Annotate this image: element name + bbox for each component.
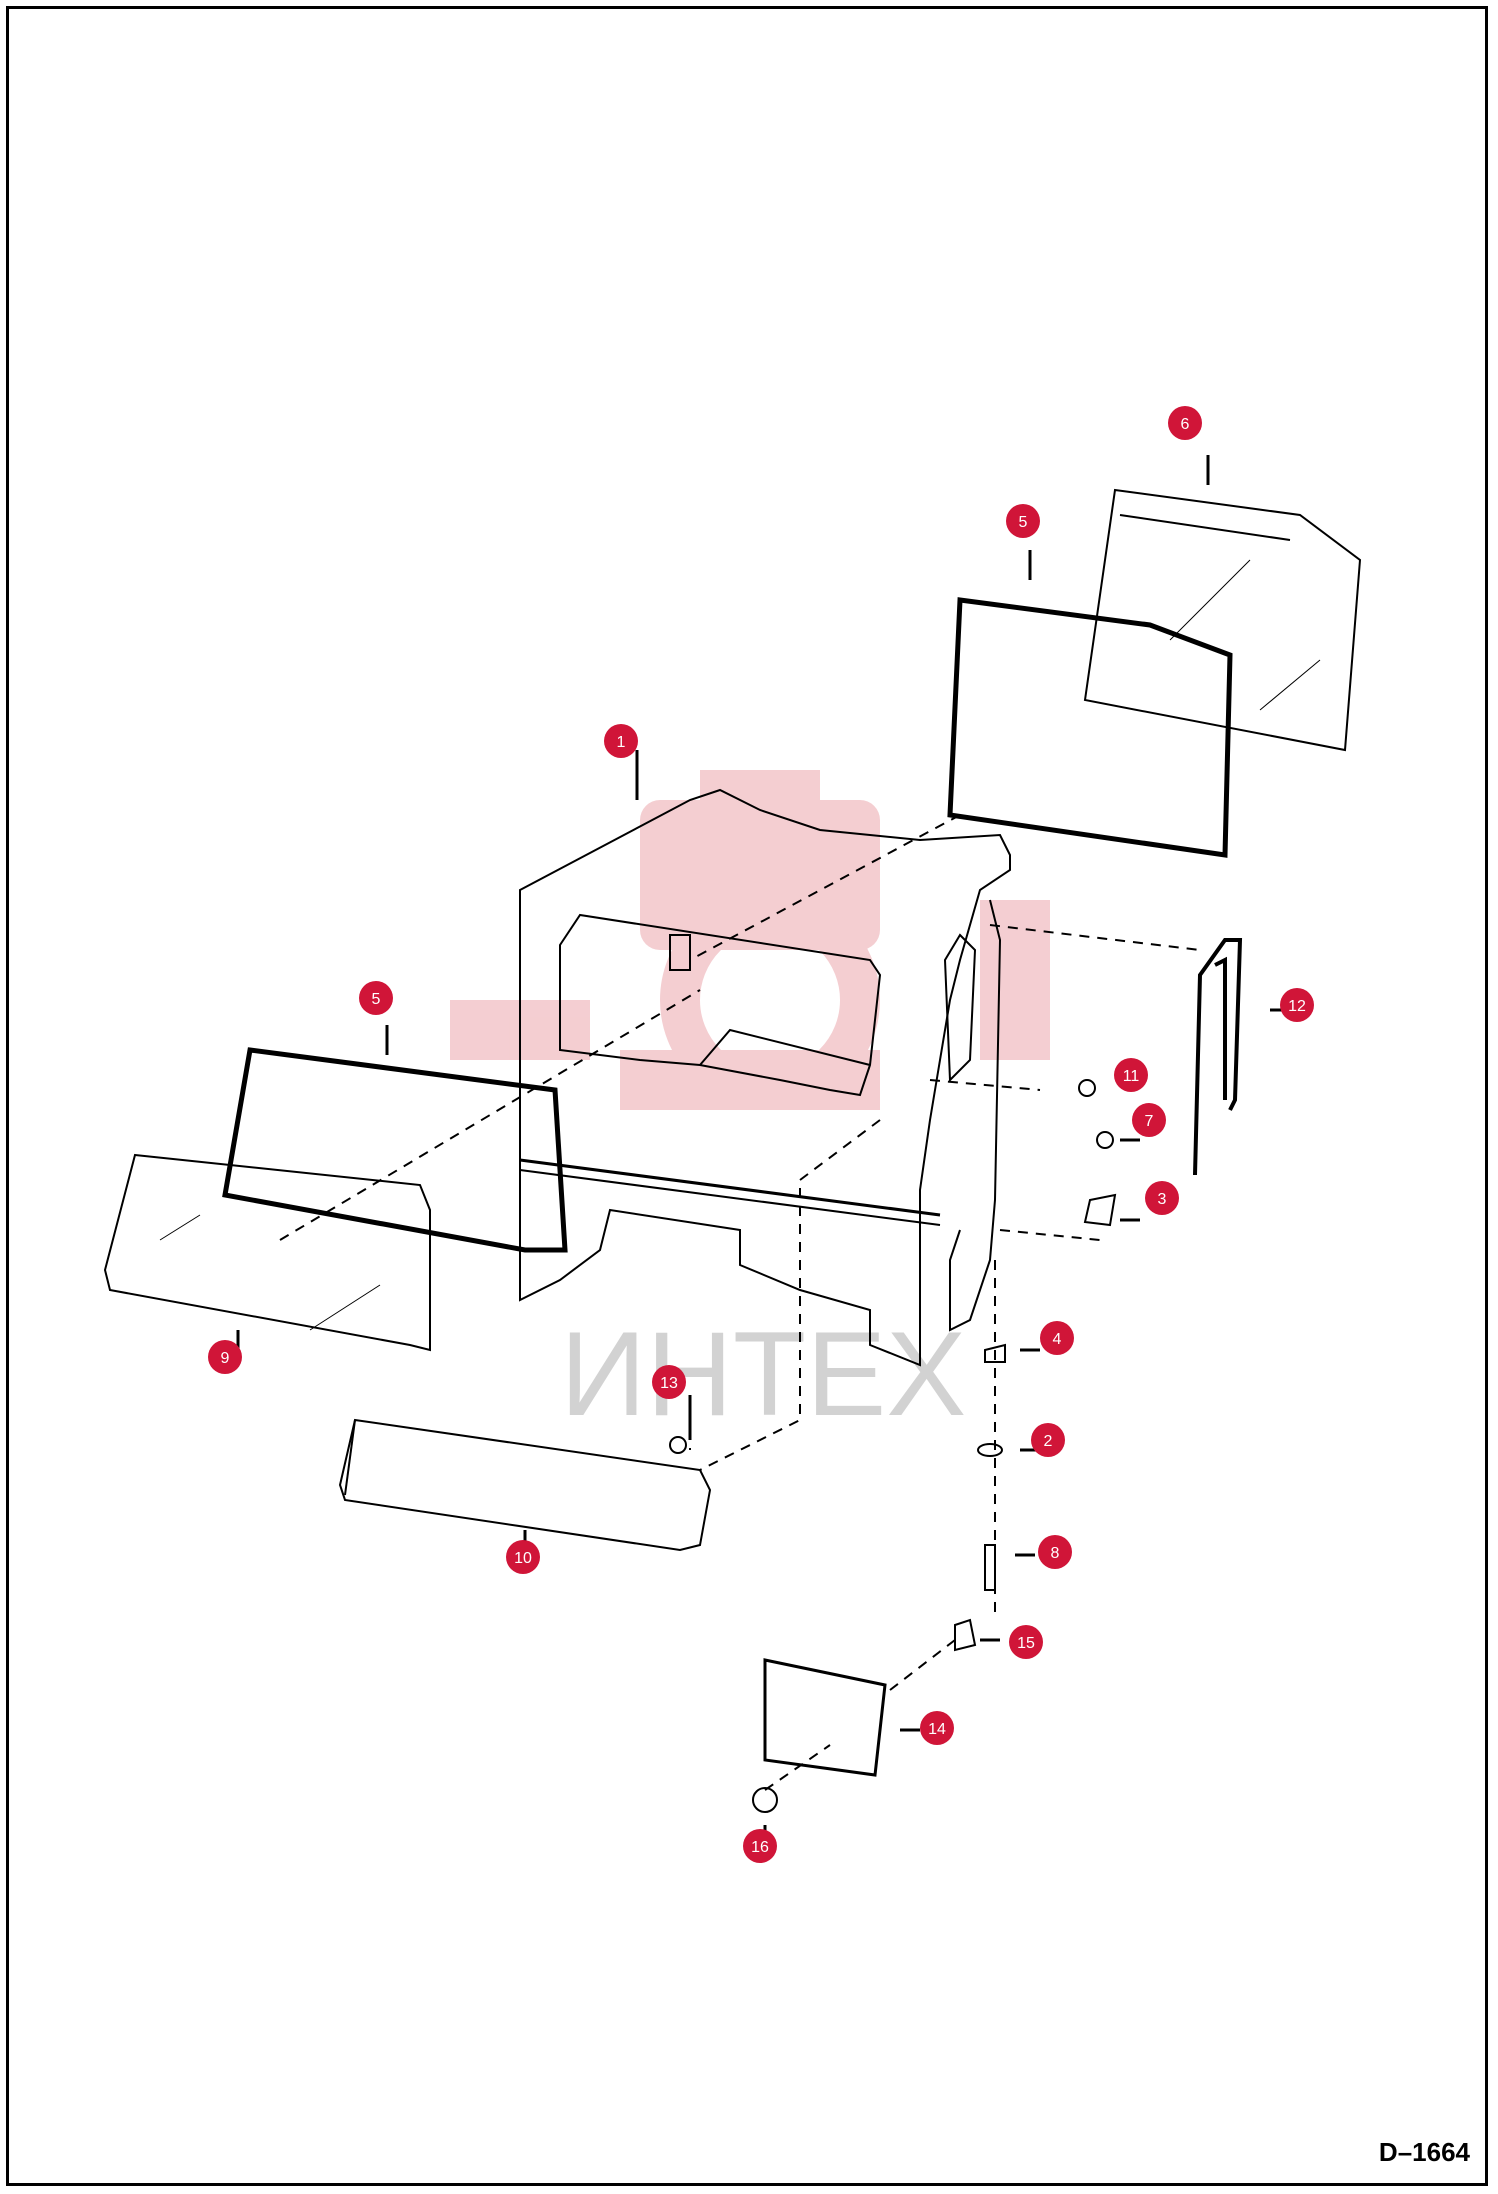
callout-label: 1 bbox=[617, 734, 626, 751]
callouts: 1 2 3 4 5 5 6 7 8 9 10 11 12 13 14 15 16 bbox=[208, 406, 1314, 1863]
callout-label: 10 bbox=[514, 1550, 532, 1567]
callout-13[interactable]: 13 bbox=[652, 1365, 686, 1399]
door-seal bbox=[1193, 938, 1243, 1176]
callout-label: 14 bbox=[928, 1721, 946, 1738]
callout-10[interactable]: 10 bbox=[506, 1540, 540, 1574]
callout-label: 4 bbox=[1053, 1331, 1062, 1348]
callout-label: 7 bbox=[1145, 1113, 1154, 1130]
drawing-number: D–1664 bbox=[1378, 2137, 1470, 2167]
line-art bbox=[103, 455, 1362, 1850]
callout-7[interactable]: 7 bbox=[1132, 1103, 1166, 1137]
callout-label: 15 bbox=[1017, 1635, 1035, 1652]
callout-12[interactable]: 12 bbox=[1280, 988, 1314, 1022]
callout-8[interactable]: 8 bbox=[1038, 1535, 1072, 1569]
rear-window-glass bbox=[1083, 488, 1362, 752]
front-window-seal bbox=[222, 1047, 568, 1253]
assembly-lines bbox=[279, 814, 1201, 1791]
callout-label: 3 bbox=[1158, 1191, 1167, 1208]
callout-label: 13 bbox=[660, 1375, 678, 1392]
callout-label: 6 bbox=[1181, 416, 1190, 433]
callout-4[interactable]: 4 bbox=[1040, 1321, 1074, 1355]
callout-11[interactable]: 11 bbox=[1114, 1058, 1148, 1092]
callout-label: 12 bbox=[1288, 998, 1306, 1015]
callout-3[interactable]: 3 bbox=[1145, 1181, 1179, 1215]
callout-label: 8 bbox=[1051, 1545, 1060, 1562]
drawing-frame bbox=[6, 6, 1488, 2186]
access-plate bbox=[763, 1658, 887, 1777]
lower-panel bbox=[338, 1418, 712, 1552]
callout-1[interactable]: 1 bbox=[604, 724, 638, 758]
callout-15[interactable]: 15 bbox=[1009, 1625, 1043, 1659]
rear-window-seal bbox=[947, 597, 1233, 858]
watermark-logo bbox=[450, 770, 1050, 1110]
hardware bbox=[669, 1079, 1117, 1813]
callout-label: 11 bbox=[1123, 1068, 1140, 1085]
leader-ticks bbox=[236, 455, 1300, 1850]
callout-label: 2 bbox=[1044, 1433, 1053, 1450]
callout-14[interactable]: 14 bbox=[920, 1711, 954, 1745]
callout-label: 5 bbox=[1019, 514, 1028, 531]
callout-label: 9 bbox=[221, 1350, 230, 1367]
callout-16[interactable]: 16 bbox=[743, 1829, 777, 1863]
callout-label: 5 bbox=[372, 991, 381, 1008]
front-window-glass bbox=[103, 1153, 431, 1352]
callout-5-front[interactable]: 5 bbox=[359, 981, 393, 1015]
cab-frame bbox=[519, 788, 1011, 1367]
watermark-text: ИНТЕХ bbox=[560, 1307, 966, 1441]
callout-2[interactable]: 2 bbox=[1031, 1423, 1065, 1457]
callout-5-rear[interactable]: 5 bbox=[1006, 504, 1040, 538]
callout-label: 16 bbox=[751, 1839, 769, 1856]
callout-6[interactable]: 6 bbox=[1168, 406, 1202, 440]
callout-9[interactable]: 9 bbox=[208, 1340, 242, 1374]
